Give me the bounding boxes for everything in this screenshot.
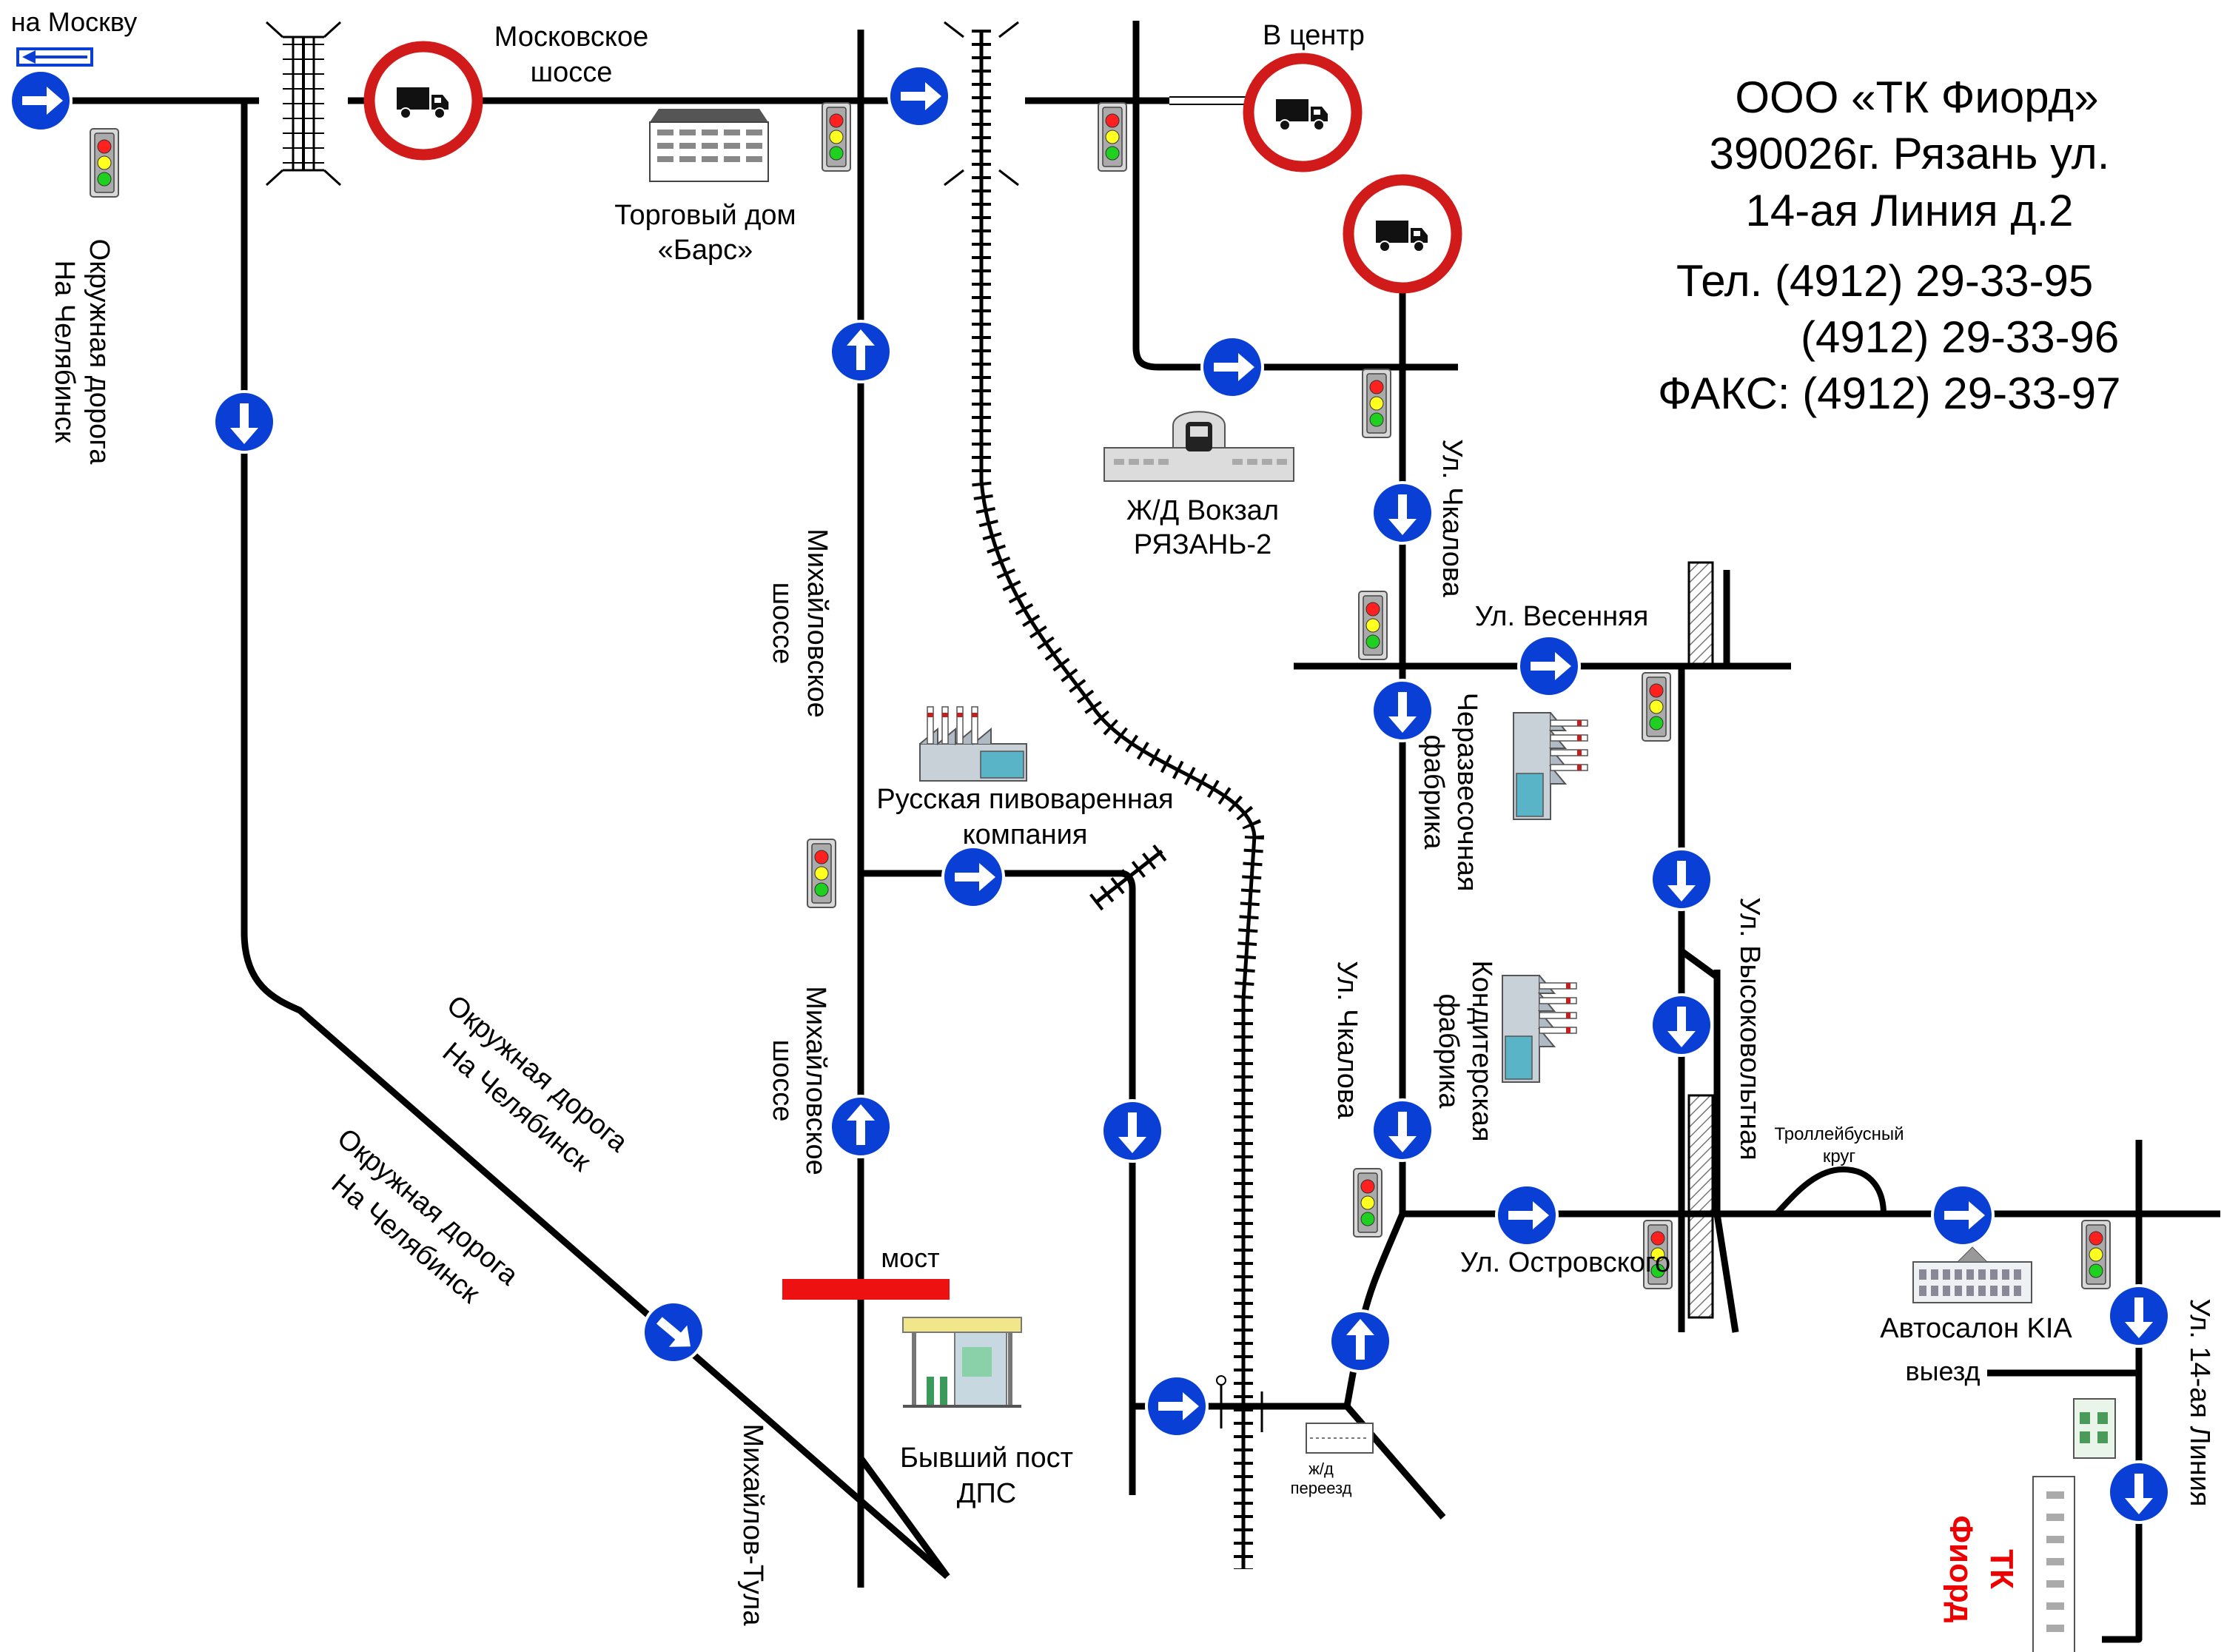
v-centr-label: В центр — [1263, 20, 1365, 51]
brewery-label-2: компания — [963, 819, 1088, 850]
vokzal-label: Ж/Д Вокзал — [1126, 495, 1279, 526]
bars-label-2: «Барс» — [658, 235, 753, 266]
trolley-label: Троллейбусный — [1774, 1124, 1904, 1144]
company-name: ООО «ТК Фиорд» — [1735, 73, 2098, 122]
company-phone-2: (4912) 29-33-96 — [1801, 312, 2119, 362]
destination-label: ТК — [1983, 1549, 2020, 1589]
konditer-label: Кондитерская — [1466, 960, 1497, 1141]
trolley-label-2: круг — [1823, 1146, 1856, 1166]
moskovskoe-label-2: шоссе — [531, 57, 613, 88]
ostrovskogo-label: Ул. Островского — [1460, 1247, 1670, 1278]
gas-station-icon — [902, 1317, 1022, 1408]
mikhailov-tula-label: Михайлов-Тула — [737, 1424, 768, 1627]
moskovskoe-label: Московское — [494, 21, 648, 53]
vysokovoltnaya-label: Ул. Высоковольтная — [1734, 897, 1765, 1160]
building-icon — [649, 109, 2116, 1652]
company-address-2: 14-ая Линия д.2 — [1746, 186, 2074, 235]
map-labels: на Москву Московское шоссе В центр Торго… — [11, 7, 2215, 1626]
company-address: 390026г. Рязань ул. — [1710, 129, 2110, 178]
bridge-label: мост — [881, 1243, 939, 1273]
liniya14-label: Ул. 14-ая Линия — [2184, 1298, 2215, 1506]
mikh-bot-label-2: шоссе — [767, 1040, 798, 1122]
chkalova-top-label: Ул. Чкалова — [1437, 439, 1468, 597]
okruzh-vertical-label-2: На Челябинск — [49, 261, 80, 443]
kia-label: Автосалон KIA — [1880, 1313, 2072, 1344]
brewery-label: Русская пивоваренная — [876, 784, 1173, 815]
chkalova-bot-label: Ул. Чкалова — [1331, 961, 1363, 1119]
to-moscow-label: на Москву — [11, 7, 137, 37]
vokzal-label-2: РЯЗАНЬ-2 — [1134, 529, 1271, 560]
dps-label-2: ДПС — [957, 1478, 1017, 1509]
dps-label: Бывший пост — [900, 1443, 1073, 1474]
mikh-top-label: Михайловское — [802, 528, 833, 718]
vesennyaya-label: Ул. Весенняя — [1475, 601, 1649, 632]
train-station-icon — [1103, 411, 1294, 482]
vyezd-label: выезд — [1906, 1356, 1981, 1386]
okruzh-vertical-label: Окружная дорога — [84, 239, 115, 466]
mikh-top-label-2: шоссе — [767, 582, 798, 665]
mikh-bot-label: Михайловское — [800, 986, 831, 1175]
crossing-label: ж/д — [1308, 1460, 1334, 1478]
company-phone: Тел. (4912) 29-33-95 — [1676, 256, 2093, 306]
company-info: ООО «ТК Фиорд» 390026г. Рязань ул. 14-ая… — [1658, 73, 2121, 418]
crossing-label-2: переезд — [1291, 1479, 1352, 1497]
moscow-direction-icon — [16, 47, 93, 67]
cherez-label-2: фабрика — [1418, 734, 1449, 850]
bars-label: Торговый дом — [614, 200, 796, 231]
destination-label-2: Фиорд — [1943, 1515, 1979, 1622]
bridge — [782, 1279, 950, 1300]
konditer-label-2: фабрика — [1433, 993, 1464, 1109]
cherez-label: Черазвесочная — [1451, 693, 1482, 892]
company-fax: ФАКС: (4912) 29-33-97 — [1658, 369, 2121, 418]
